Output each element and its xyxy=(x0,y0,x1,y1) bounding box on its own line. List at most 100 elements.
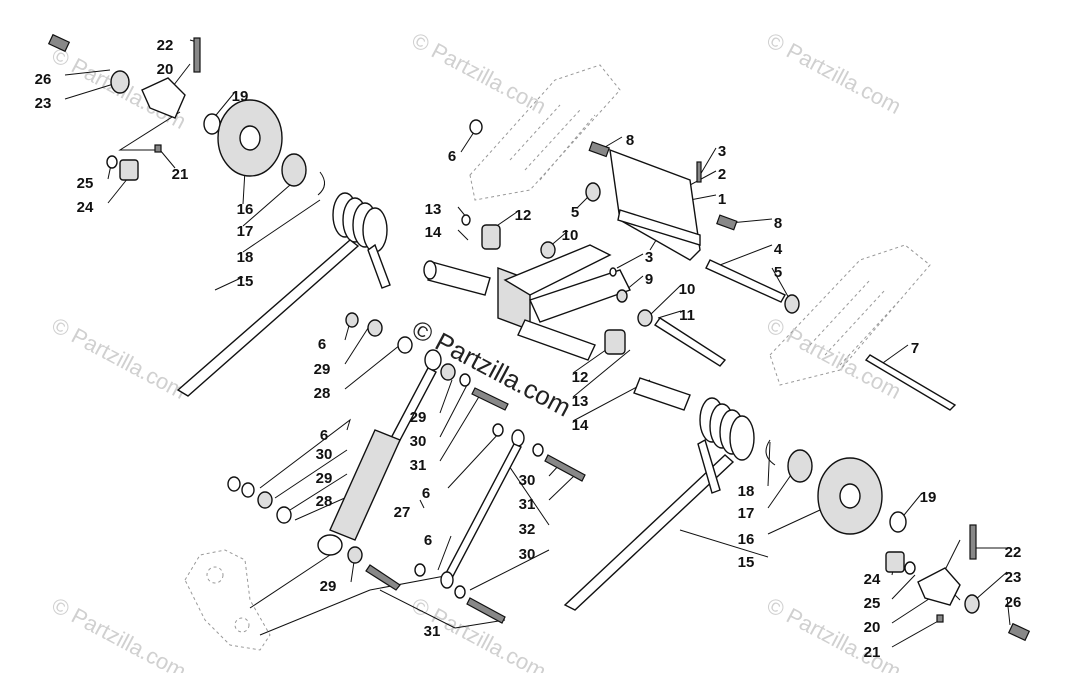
spacer-23-b xyxy=(964,594,980,614)
nut-6 xyxy=(469,119,483,135)
left-idler-assembly xyxy=(47,33,325,196)
part-callout-22: 22 xyxy=(157,37,174,54)
left-torsion-spring xyxy=(176,192,391,397)
washer-30-b xyxy=(241,482,255,498)
part-callout-30: 30 xyxy=(519,472,536,489)
part-callout-6: 6 xyxy=(318,336,326,353)
part-callout-13: 13 xyxy=(572,393,589,410)
bushing-24 xyxy=(119,159,139,181)
part-callout-31: 31 xyxy=(519,496,536,513)
part-callout-4: 4 xyxy=(774,241,783,258)
part-callout-15: 15 xyxy=(237,273,254,290)
bearing-17 xyxy=(281,153,307,187)
grease-fitting-2 xyxy=(696,161,702,183)
spacer-29-d xyxy=(347,546,363,564)
pivot-arm xyxy=(503,244,612,296)
upper-cross-bracket xyxy=(469,119,957,411)
part-callout-14: 14 xyxy=(572,417,589,434)
part-callout-20: 20 xyxy=(157,61,174,78)
part-callout-15: 15 xyxy=(738,554,755,571)
part-callout-18: 18 xyxy=(738,483,755,500)
bolt-8 xyxy=(588,141,610,158)
shaft-14-right xyxy=(633,377,691,411)
bolt-7 xyxy=(864,354,957,411)
watermark: © Partzilla.com xyxy=(408,27,551,119)
part-callout-18: 18 xyxy=(237,249,254,266)
bolt-31-b xyxy=(365,564,401,591)
slide-rail-lower xyxy=(769,244,931,386)
bolt-26 xyxy=(47,33,71,53)
part-callout-17: 17 xyxy=(738,505,755,522)
bolt-22-b xyxy=(969,524,977,560)
part-callout-23: 23 xyxy=(35,95,52,112)
watermark: © Partzilla.com xyxy=(763,312,906,404)
part-callout-19: 19 xyxy=(920,489,937,506)
spacer-29-b xyxy=(440,363,456,381)
part-callout-3: 3 xyxy=(645,249,653,266)
part-callout-22: 22 xyxy=(1005,544,1022,561)
spring-arm-15 xyxy=(176,239,360,397)
bushing-9 xyxy=(616,289,628,303)
watermark: © Partzilla.com xyxy=(48,592,191,673)
washer-30-c xyxy=(532,443,544,457)
watermark: © Partzilla.com xyxy=(48,312,191,404)
part-callout-24: 24 xyxy=(77,199,94,216)
bolt-22 xyxy=(193,37,201,73)
part-callout-14: 14 xyxy=(425,224,442,241)
part-callout-32: 32 xyxy=(519,521,536,538)
bushing-10 xyxy=(540,241,556,259)
bumper-12 xyxy=(481,224,501,250)
watermark: © Partzilla.com xyxy=(763,27,906,119)
bolt-8-b xyxy=(716,214,738,231)
leader-lines xyxy=(64,39,1011,648)
nut-6-b xyxy=(345,312,359,328)
part-callout-12: 12 xyxy=(572,369,589,386)
spacer-5-b xyxy=(784,294,800,314)
right-torsion-spring xyxy=(563,397,755,611)
part-callout-25: 25 xyxy=(77,175,94,192)
nut-6-c xyxy=(227,476,241,492)
part-callout-9: 9 xyxy=(645,271,653,288)
spacer-5 xyxy=(585,182,601,202)
bushing-28 xyxy=(397,336,413,354)
set-screw-21 xyxy=(154,144,162,153)
washer-30-d xyxy=(454,585,466,599)
part-callout-30: 30 xyxy=(316,446,333,463)
bolt-26-b xyxy=(1007,622,1031,642)
part-callout-21: 21 xyxy=(172,166,189,183)
rear-arm-bracket-sketch xyxy=(184,549,271,651)
part-callout-21: 21 xyxy=(864,644,881,661)
nut-6-d xyxy=(492,423,504,437)
part-callout-16: 16 xyxy=(237,201,254,218)
slide-rail-upper xyxy=(469,64,621,201)
part-callout-30: 30 xyxy=(410,433,427,450)
part-callout-29: 29 xyxy=(316,470,333,487)
part-callout-24: 24 xyxy=(864,571,881,588)
cross-shaft xyxy=(517,319,596,361)
bushing-24-b xyxy=(885,551,905,573)
part-callout-12: 12 xyxy=(515,207,532,224)
part-callout-29: 29 xyxy=(320,578,337,595)
part-callout-3: 3 xyxy=(718,143,726,160)
part-callout-29: 29 xyxy=(410,409,427,426)
nut-6-e xyxy=(414,563,426,577)
bolt-31-d xyxy=(466,597,506,624)
spacer-29-c xyxy=(257,491,273,509)
pin-11 xyxy=(653,317,727,367)
part-callout-31: 31 xyxy=(410,457,427,474)
bearing-17-b xyxy=(787,449,813,483)
part-callout-29: 29 xyxy=(314,361,331,378)
part-callout-31: 31 xyxy=(424,623,441,640)
part-callout-25: 25 xyxy=(864,595,881,612)
center-pivot-assembly xyxy=(423,214,727,411)
part-callout-17: 17 xyxy=(237,223,254,240)
axle-block-20-b xyxy=(917,567,961,606)
part-callout-10: 10 xyxy=(679,281,696,298)
bracket-1 xyxy=(609,148,701,261)
part-callout-16: 16 xyxy=(738,531,755,548)
part-callout-2: 2 xyxy=(718,166,726,183)
snap-ring-18 xyxy=(317,171,325,196)
shaft-14-left xyxy=(427,261,491,296)
